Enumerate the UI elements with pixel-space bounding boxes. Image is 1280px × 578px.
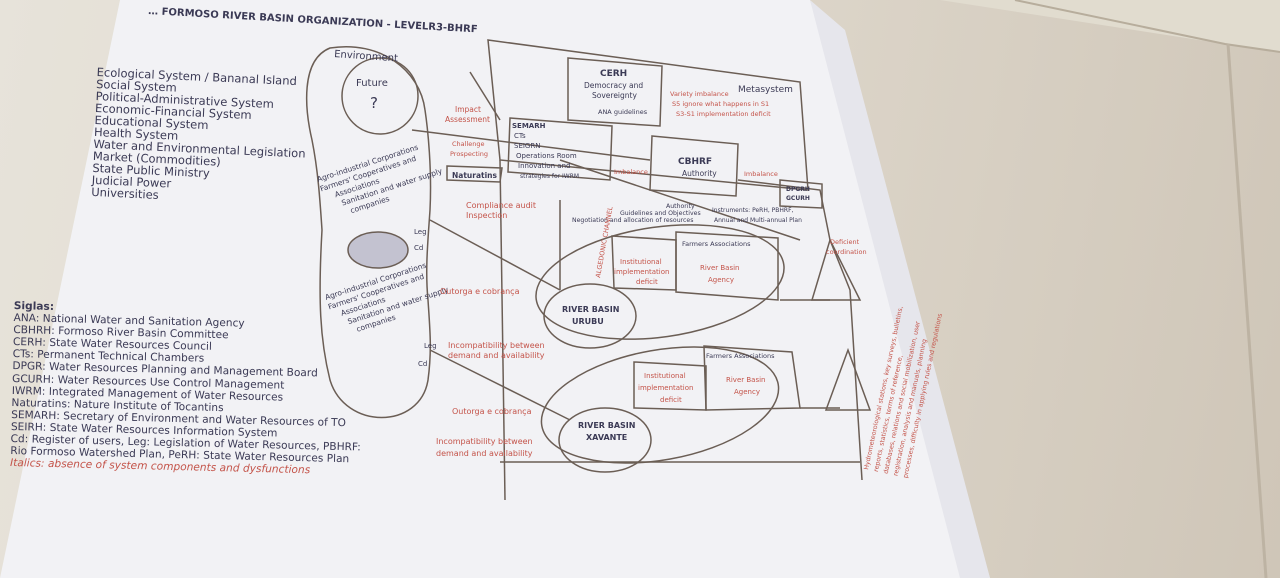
acronym-legend: Siglas: ANA: National Water and Sanitati… bbox=[10, 300, 364, 478]
semarh-line1: SEMARH bbox=[512, 122, 546, 130]
impact-line2: Assessment bbox=[445, 115, 490, 124]
agency-bottom-line2: Agency bbox=[734, 388, 760, 396]
outorga-bottom: Outorga e cobrança bbox=[452, 407, 532, 416]
cerh-line1: Democracy and bbox=[584, 81, 643, 90]
cerh-line2: Sovereignty bbox=[592, 91, 637, 100]
incompat-top-line1: Incompatibility between bbox=[448, 341, 545, 350]
agency-top-line2: Agency bbox=[708, 276, 734, 284]
urubu-line1: RIVER BASIN bbox=[562, 305, 619, 314]
inst-top-line2: implementation bbox=[614, 268, 669, 276]
imbalance-right: Imbalance bbox=[744, 170, 778, 178]
urubu-line2: URUBU bbox=[572, 317, 604, 326]
incompat-top-line2: demand and availability bbox=[448, 351, 545, 360]
variety-line2: S5 ignore what happens in S1 bbox=[672, 100, 769, 108]
leg-top: Leg bbox=[414, 228, 427, 236]
future-label: Future bbox=[356, 78, 388, 89]
authority-line5: Annual and Multi-annual Plan bbox=[714, 217, 802, 224]
xavante-line2: XAVANTE bbox=[586, 433, 627, 442]
metasystem-label: Metasystem bbox=[738, 85, 793, 95]
dpgrh-line1: DPGRH bbox=[786, 186, 810, 193]
authority-line4: Instruments: PeRH, PBHRF, bbox=[712, 207, 794, 214]
semarh-line5: Innovation and bbox=[518, 162, 570, 170]
imbalance-left: Imbalance bbox=[614, 168, 648, 176]
inst-bottom-line3: deficit bbox=[660, 396, 682, 404]
deficient-line2: coordination bbox=[826, 248, 867, 256]
incompat-bottom-line1: Incompatibility between bbox=[436, 437, 533, 446]
cerh-line3: ANA guidelines bbox=[598, 108, 648, 116]
agency-bottom-line1: River Basin bbox=[726, 376, 765, 384]
impact-line1: Impact bbox=[455, 105, 481, 114]
outorga-top: Outorga e cobrança bbox=[440, 287, 520, 296]
cd-bottom: Cd bbox=[418, 360, 427, 368]
authority-line2: Guidelines and Objectives bbox=[620, 210, 701, 217]
agency-top-line1: River Basin bbox=[700, 264, 739, 272]
compliance-line1: Compliance audit bbox=[466, 201, 536, 210]
inst-top-line3: deficit bbox=[636, 278, 658, 286]
inst-bottom-line2: implementation bbox=[638, 384, 693, 392]
inst-bottom-line1: Institutional bbox=[644, 372, 686, 380]
authority-line1: Authority bbox=[666, 203, 695, 210]
variety-line3: S3-S1 implementation deficit bbox=[676, 110, 771, 118]
systems-list: Ecological System / Bananal Island Socia… bbox=[91, 65, 309, 207]
cd-top: Cd bbox=[414, 244, 423, 252]
deficient-line1: Deficient bbox=[830, 238, 860, 246]
farmers-assoc-top: Farmers Associations bbox=[682, 240, 751, 248]
semarh-line4: Operations Room bbox=[516, 152, 577, 160]
semarh-line2: CTs bbox=[514, 132, 526, 140]
dpgrh-line2: GCURH bbox=[786, 195, 810, 202]
xavante-line1: RIVER BASIN bbox=[578, 421, 635, 430]
compliance-line2: Inspection bbox=[466, 211, 507, 220]
farmers-assoc-bottom: Farmers Associations bbox=[706, 352, 775, 360]
variety-line1: Variety imbalance bbox=[670, 90, 729, 98]
naturatins-label: Naturatins bbox=[452, 171, 498, 180]
cerh-title: CERH bbox=[600, 69, 627, 79]
semarh-line3: SEIGRN bbox=[514, 142, 540, 150]
cbhrf-title: CBHRF bbox=[678, 157, 712, 167]
inst-top-line1: Institutional bbox=[620, 258, 662, 266]
authority-line3: Negotiation and allocation of resources bbox=[572, 217, 693, 224]
leg-bottom: Leg bbox=[424, 342, 437, 350]
question-mark: ? bbox=[370, 94, 378, 112]
environment-label: Environment bbox=[334, 49, 399, 64]
incompat-bottom-line2: demand and availability bbox=[436, 449, 533, 458]
challenge-line1: Challenge bbox=[452, 140, 485, 148]
semarh-line6: strategies for IWRM bbox=[520, 173, 579, 180]
challenge-line2: Prospecting bbox=[450, 150, 488, 158]
cbhrf-sub: Authority bbox=[682, 169, 717, 178]
